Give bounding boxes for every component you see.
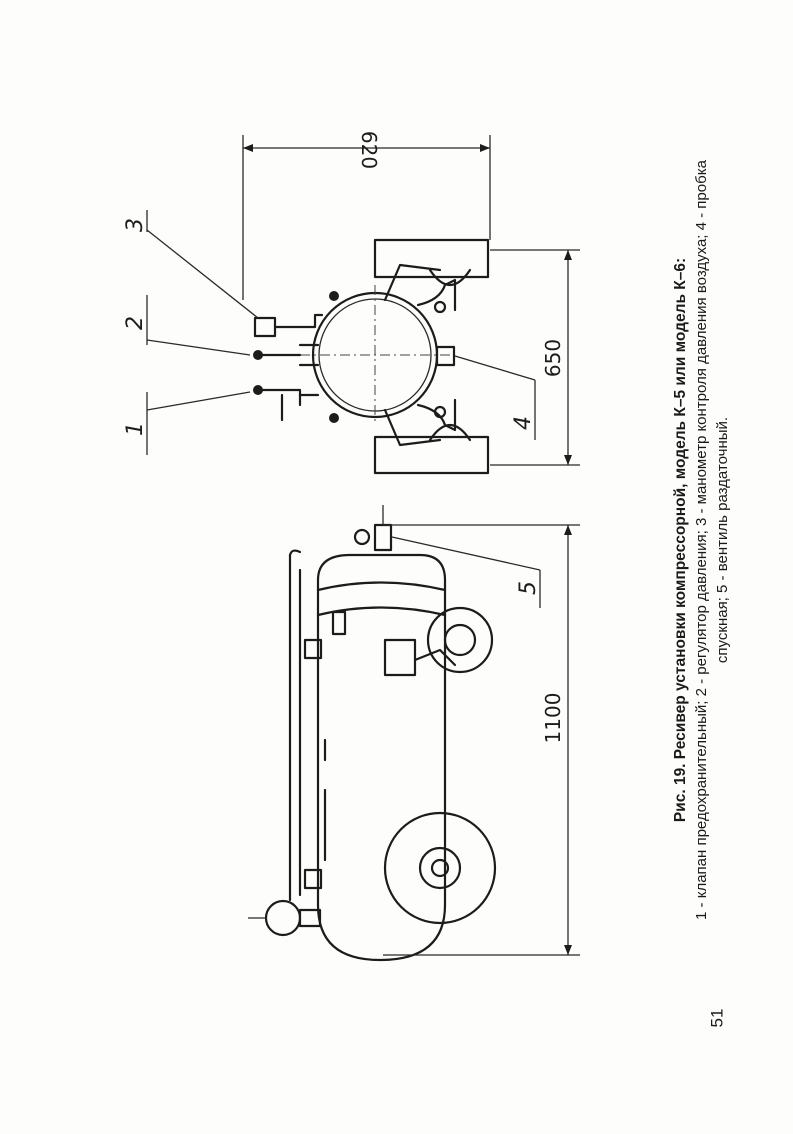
callout-3: 3 xyxy=(123,218,148,232)
callout-5: 5 xyxy=(516,581,541,595)
caption-title: Рис. 19. Ресивер установки компрессорной… xyxy=(672,257,689,823)
front-view xyxy=(146,135,580,475)
figure-caption: Рис. 19. Ресивер установки компрессорной… xyxy=(670,160,733,920)
page-number: 51 xyxy=(707,1008,727,1028)
callout-2: 2 xyxy=(123,316,148,330)
side-view xyxy=(248,505,580,962)
caption-legend: 1 - клапан предохранительный; 2 - регуля… xyxy=(693,160,731,920)
callout-1: 1 xyxy=(123,422,148,436)
callout-4: 4 xyxy=(511,416,536,430)
dimension-650: 650 xyxy=(541,339,565,377)
dimension-1100: 1100 xyxy=(541,693,565,744)
dimension-620: 620 xyxy=(357,131,381,169)
